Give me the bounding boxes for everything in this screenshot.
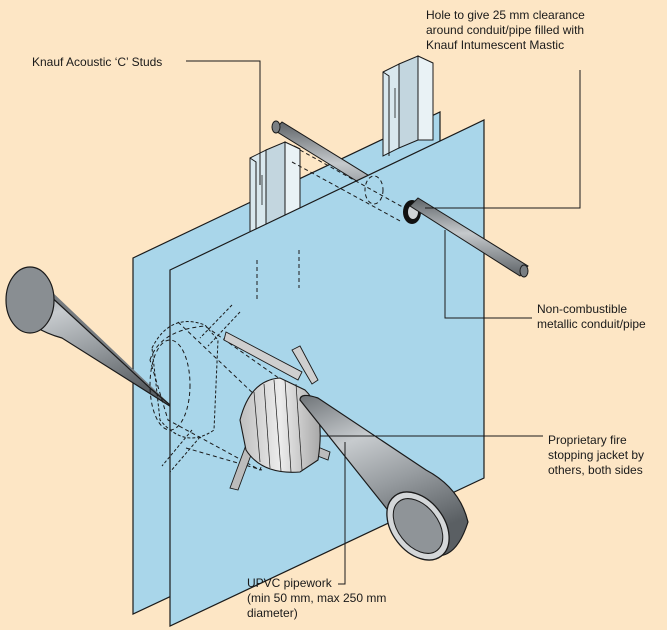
label-hole-clearance: Hole to give 25 mm clearance around cond… (426, 8, 585, 52)
fire-jacket-front (223, 331, 331, 491)
leader-lines (186, 60, 581, 585)
label-metallic-conduit: Non-combustible metallic conduit/pipe (537, 302, 646, 331)
conduit-front (403, 197, 529, 278)
upvc-pipe-rear (5, 266, 177, 411)
label-upvc-pipework: UPVC pipework (min 50 mm, max 250 mm dia… (247, 576, 387, 620)
label-fire-stopping-jacket: Proprietary fire stopping jacket by othe… (548, 433, 645, 477)
fire-jacket-rear (151, 304, 241, 473)
label-acoustic-c-studs: Knauf Acoustic ‘C’ Studs (32, 55, 163, 69)
acoustic-c-stud-right (382, 55, 434, 157)
